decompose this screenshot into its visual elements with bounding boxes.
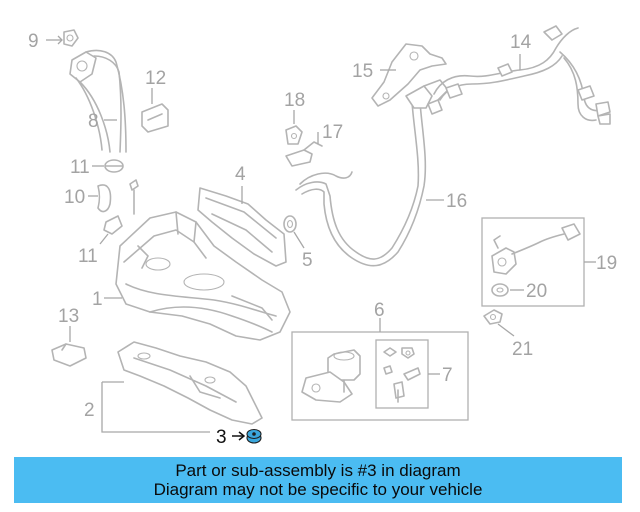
part-11-clamp-upper xyxy=(104,159,124,173)
part-6-pump-module xyxy=(301,349,361,403)
info-banner: Part or sub-assembly is #3 in diagram Di… xyxy=(14,457,622,503)
part-12-bracket xyxy=(141,103,169,133)
part-21-seal xyxy=(483,309,503,325)
part-10-hose xyxy=(97,184,112,213)
part-10-clip xyxy=(129,179,139,215)
callout-9: 9 xyxy=(28,31,39,52)
banner-line-2: Diagram may not be specific to your vehi… xyxy=(153,480,483,499)
callout-8: 8 xyxy=(88,111,99,132)
callout-20: 20 xyxy=(526,281,547,302)
part-8-filler-pipe xyxy=(69,49,127,153)
callout-16: 16 xyxy=(446,191,467,212)
callout-11-lower: 11 xyxy=(78,246,98,267)
banner-line-1: Part or sub-assembly is #3 in diagram xyxy=(175,461,461,480)
part-20-seal xyxy=(491,283,509,297)
callout-3: 3 xyxy=(216,427,227,448)
part-7-hardware xyxy=(383,347,421,403)
part-15-bracket xyxy=(371,43,447,107)
callout-18: 18 xyxy=(284,90,305,111)
callout-13: 13 xyxy=(58,306,79,327)
callout-6: 6 xyxy=(374,300,385,321)
part-14-harness xyxy=(427,25,611,125)
part-16-vapor-line xyxy=(295,79,449,267)
parts-diagram: 9 8 12 11 10 11 xyxy=(28,25,617,448)
callout-17: 17 xyxy=(322,122,343,143)
callout-15: 15 xyxy=(352,61,373,82)
part-19-sensor xyxy=(491,223,581,275)
part-3-nut xyxy=(246,428,262,444)
callout-14: 14 xyxy=(510,32,532,53)
part-5-washer xyxy=(283,215,297,233)
callout-21: 21 xyxy=(512,339,533,360)
callout-2: 2 xyxy=(84,400,95,421)
part-1-fuel-tank xyxy=(115,211,291,341)
callout-5: 5 xyxy=(302,250,313,271)
part-4-heat-shield xyxy=(197,187,287,267)
callout-1: 1 xyxy=(92,289,103,310)
part-11-clamp-lower xyxy=(103,215,123,235)
part-17-clip xyxy=(285,141,323,167)
part-18-grommet xyxy=(285,125,303,145)
callout-7: 7 xyxy=(442,365,453,386)
part-9-clip xyxy=(63,29,79,47)
callout-11-upper: 11 xyxy=(70,157,90,178)
callout-19: 19 xyxy=(596,253,617,274)
part-2-skid-plate xyxy=(117,341,263,425)
callout-10: 10 xyxy=(64,187,85,208)
callout-4: 4 xyxy=(235,164,246,185)
leader-2 xyxy=(101,382,210,433)
callout-12: 12 xyxy=(145,68,166,89)
part-13-bracket xyxy=(51,343,87,367)
